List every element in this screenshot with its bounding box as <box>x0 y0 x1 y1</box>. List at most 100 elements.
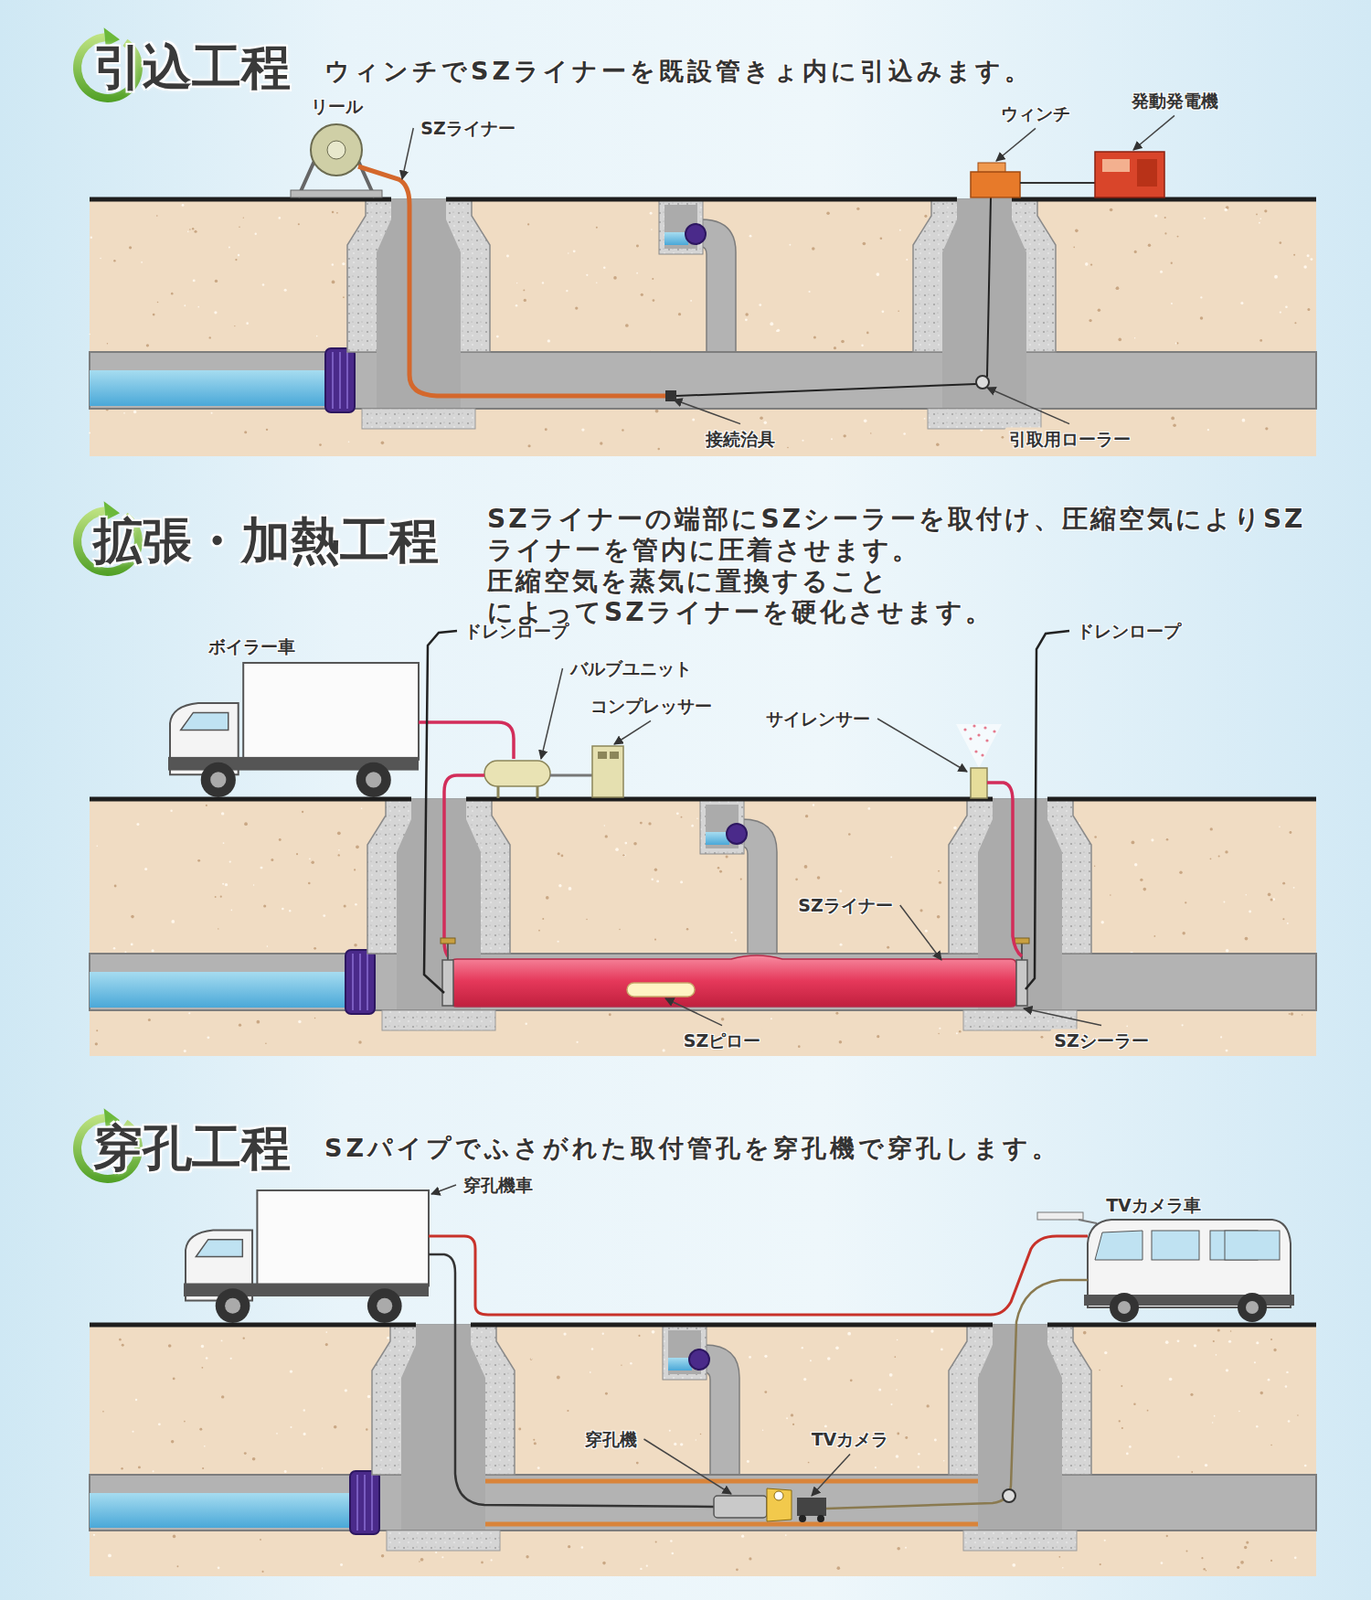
soil-speck <box>833 346 837 350</box>
soil-speck <box>1164 232 1167 234</box>
part-label: 穿孔機 <box>581 1427 641 1451</box>
soil-speck <box>649 212 653 215</box>
plug-rib <box>346 351 349 409</box>
soil-speck <box>224 882 228 886</box>
soil-speck <box>1267 1378 1271 1382</box>
soil-speck <box>538 929 541 932</box>
soil-speck <box>786 446 789 449</box>
soil-speck <box>629 1361 633 1365</box>
soil-speck <box>168 1343 172 1348</box>
soil-speck <box>343 903 347 907</box>
soil-speck <box>943 1459 945 1461</box>
soil-speck <box>1285 1371 1288 1373</box>
soil-speck <box>199 1427 202 1431</box>
soil-speck <box>1190 1470 1193 1473</box>
soil-speck <box>1287 1419 1291 1423</box>
soil-speck <box>804 864 808 869</box>
soil-speck <box>1255 213 1258 216</box>
soil-speck <box>1293 254 1296 256</box>
sewage-water <box>89 370 328 406</box>
soil-speck <box>690 824 694 828</box>
soil-speck <box>1204 1463 1208 1467</box>
soil-speck <box>106 342 108 344</box>
compressor <box>592 745 624 798</box>
soil-speck <box>316 335 319 338</box>
soil-speck <box>878 1387 882 1391</box>
manhole-foundation <box>386 1530 500 1551</box>
road-surface <box>89 797 412 802</box>
soil-speck <box>880 236 883 240</box>
soil-speck <box>1254 1360 1256 1363</box>
soil-speck <box>785 1533 787 1536</box>
soil-speck <box>262 1570 265 1573</box>
soil-speck <box>581 1545 585 1549</box>
part-label: 接続治具 <box>701 427 779 451</box>
soil-speck <box>1270 898 1274 902</box>
soil-speck <box>622 853 626 857</box>
soil-speck <box>1176 341 1179 344</box>
leader-line <box>1133 115 1175 150</box>
soil-speck <box>1301 1013 1303 1015</box>
soil-speck <box>1179 870 1183 874</box>
soil-speck <box>895 1454 900 1458</box>
soil-speck <box>256 1020 261 1024</box>
soil-speck <box>480 1561 484 1564</box>
soil-speck <box>618 928 620 930</box>
soil-speck <box>1094 865 1095 867</box>
truck-hub <box>365 771 382 787</box>
van-wheel <box>1109 1292 1139 1322</box>
sz-pipe-lining <box>485 1521 978 1527</box>
soil-speck <box>231 909 234 912</box>
soil-speck <box>567 252 569 254</box>
sealer-stem <box>1020 941 1023 960</box>
soil-speck <box>490 1558 493 1561</box>
soil-speck <box>1238 1410 1241 1413</box>
soil-speck <box>890 856 893 859</box>
soil-speck <box>270 858 274 861</box>
soil-speck <box>203 1445 206 1447</box>
soil-speck <box>1288 1012 1291 1015</box>
soil-speck <box>420 1557 425 1562</box>
soil-speck <box>652 298 656 302</box>
van-window <box>1224 1230 1280 1260</box>
soil-speck <box>1293 886 1296 889</box>
step-heading: 引込工程 <box>93 38 291 98</box>
soil-speck <box>1222 901 1225 904</box>
van-window <box>1094 1230 1143 1260</box>
soil-speck <box>441 1555 444 1558</box>
soil-speck <box>1011 1562 1016 1567</box>
van-roof-rack <box>1037 1211 1084 1220</box>
soil-speck <box>813 336 817 340</box>
soil-speck <box>1177 1339 1180 1342</box>
soil-speck <box>936 914 941 919</box>
soil-speck <box>172 1534 177 1539</box>
soil-speck <box>613 276 617 280</box>
soil-speck <box>265 1041 267 1044</box>
soil-speck <box>146 343 149 347</box>
soil-speck <box>1190 1392 1193 1396</box>
soil-speck <box>253 883 255 885</box>
road-surface <box>446 197 957 202</box>
soil-speck <box>542 917 544 920</box>
soil-speck <box>214 895 217 898</box>
soil-speck <box>170 1439 174 1443</box>
soil-speck <box>1218 855 1221 858</box>
soil-speck <box>1040 1035 1043 1039</box>
soil-speck <box>341 262 345 266</box>
soil-speck <box>209 336 212 339</box>
soil-speck <box>259 866 263 870</box>
soil-speck <box>525 1554 529 1558</box>
soil-speck <box>801 439 804 442</box>
soil-speck <box>157 301 160 304</box>
soil-speck <box>130 943 134 946</box>
soil-speck <box>284 288 287 292</box>
soil-speck <box>265 428 268 431</box>
camera-cable <box>826 1279 1088 1509</box>
sewer-pipe <box>89 351 1317 409</box>
soil-speck <box>1273 1348 1276 1351</box>
soil-speck <box>636 272 638 275</box>
soil-speck <box>839 1040 842 1043</box>
soil-speck <box>735 1567 739 1571</box>
soil-speck <box>651 1329 656 1334</box>
soil-speck <box>266 945 269 947</box>
